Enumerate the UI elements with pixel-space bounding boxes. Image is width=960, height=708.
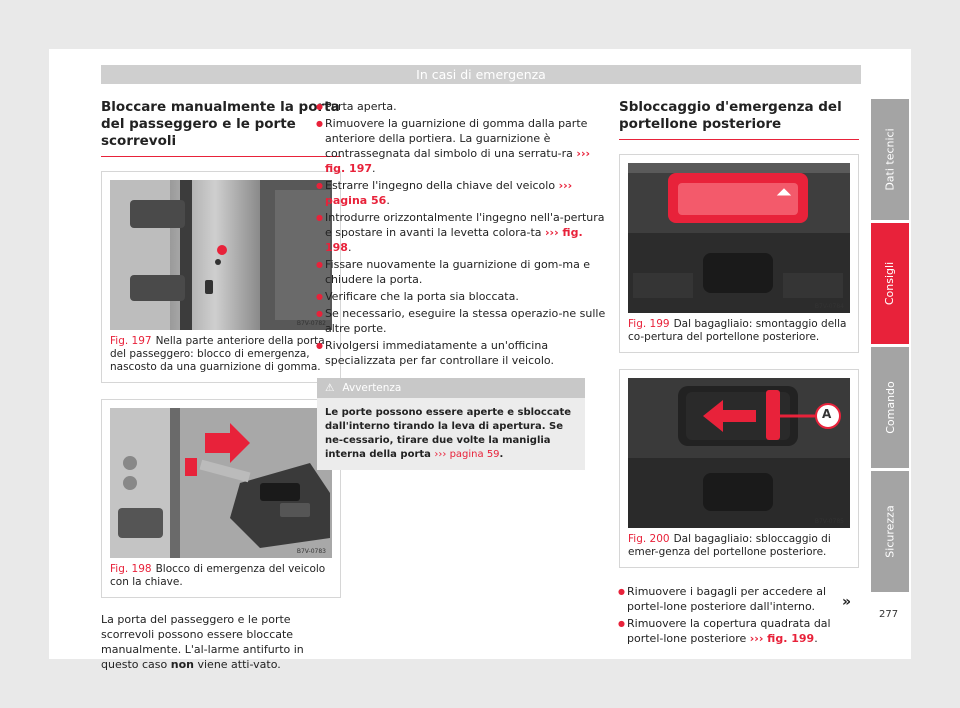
figure-number: Fig. 198 [110,563,152,575]
step-item: Estrarre l'ingegno della chiave del veic… [316,178,607,208]
warning-text-end: . [499,449,504,460]
warning-text: Le porte possono essere aperte e sblocca… [325,407,572,460]
tailgate-steps-list: Rimuovere i bagagli per accedere al port… [618,584,859,646]
step-text: Introdurre orizzontalmente l'ingegno nel… [325,211,605,239]
step-item: Introdurre orizzontalmente l'ingegno nel… [316,210,607,255]
column-left: Bloccare manualmente la porta del passeg… [101,99,341,672]
figure-number: Fig. 199 [628,318,670,330]
section-heading-tailgate: Sbloccaggio d'emergenza del portellone p… [619,99,859,140]
tab-label: Comando [883,381,897,434]
tailgate-cover-image [628,163,850,313]
step-text-end: . [814,632,818,645]
tab-dati-tecnici[interactable]: Dati tecnici [871,99,909,220]
image-code: B7V-0785 [814,518,844,525]
label-a: A [822,407,832,421]
step-text: Fissare nuovamente la guarnizione di gom… [325,258,591,286]
key-lock-photo: B7V-0783 [110,408,332,558]
step-text: Rimuovere la copertura quadrata dal port… [627,617,831,645]
warning-header: ⚠ Avvertenza [317,378,585,398]
continue-arrow: » [842,594,852,610]
figure-caption-text: Nella parte anteriore della porta del pa… [110,335,325,373]
step-item: Rimuovere i bagagli per accedere al port… [618,584,859,614]
manual-page: In casi di emergenza Bloccare manualment… [49,49,911,671]
key-lock-image [110,408,332,558]
image-code: B7V-0782 [296,320,326,327]
step-text: Porta aperta. [325,100,397,113]
door-hinge-photo: B7V-0782 [110,180,332,330]
step-text: Rivolgersi immediatamente a un'officina … [325,339,554,367]
warning-link[interactable]: ››› pagina 59 [434,449,500,460]
step-text: Verificare che la porta sia bloccata. [325,290,519,303]
section-heading-manual-lock: Bloccare manualmente la porta del passeg… [101,99,341,157]
warning-box: ⚠ Avvertenza Le porte possono essere aper… [317,378,585,470]
tab-label: Sicurezza [883,505,897,558]
step-text-end: . [386,194,390,207]
figure-caption-text: Dal bagagliaio: sbloccaggio di emer-genz… [628,533,831,558]
intro-paragraph: La porta del passeggero e le porte scorr… [101,612,341,672]
column-middle: Porta aperta. Rimuovere la guarnizione di… [316,99,607,470]
step-item: Rimuovere la guarnizione di gomma dalla … [316,116,607,176]
step-item: Se necessario, eseguire la stessa operaz… [316,306,607,336]
step-link[interactable]: ››› fig. 199 [749,632,815,645]
paragraph-text: La porta del passeggero e le porte scorr… [101,613,304,671]
emergency-release-image [628,378,850,528]
step-item: Porta aperta. [316,99,607,114]
chapter-header: In casi di emergenza [101,65,861,84]
image-code: B7V-0784 [814,303,844,310]
tab-consigli[interactable]: Consigli [871,223,909,344]
step-link[interactable]: ››› fig. 198 [325,226,583,254]
tailgate-cover-photo: B7V-0784 [628,163,850,313]
step-item: Rimuovere la copertura quadrata dal port… [618,616,859,646]
warning-icon: ⚠ [325,382,335,394]
column-right: Sbloccaggio d'emergenza del portellone p… [618,99,859,648]
tab-comando[interactable]: Comando [871,347,909,468]
figure-number: Fig. 197 [110,335,152,347]
step-text: Se necessario, eseguire la stessa operaz… [325,307,606,335]
step-link[interactable]: ››› pagina 56 [325,179,573,207]
warning-title: Avvertenza [342,382,402,394]
image-code: B7V-0783 [296,548,326,555]
step-link[interactable]: ››› fig. 197 [325,147,591,175]
steps-list: Porta aperta. Rimuovere la guarnizione di… [316,99,607,368]
step-item: Rivolgersi immediatamente a un'officina … [316,338,607,368]
paragraph-text-end: viene atti-vato. [197,658,281,671]
figure-number: Fig. 200 [628,533,670,545]
step-text-end: . [372,162,376,175]
emergency-release-photo: A B7V-0785 [628,378,850,528]
step-text: Rimuovere la guarnizione di gomma dalla … [325,117,588,160]
step-text: Estrarre l'ingegno della chiave del veic… [325,179,556,192]
door-hinge-image [110,180,332,330]
step-text: Rimuovere i bagagli per accedere al port… [627,585,826,613]
figure-caption-text: Blocco di emergenza del veicolo con la c… [110,563,326,588]
figure-caption-text: Dal bagagliaio: smontaggio della co-pert… [628,318,847,343]
step-item: Fissare nuovamente la guarnizione di gom… [316,257,607,287]
page-number: 277 [879,609,899,620]
tab-label: Dati tecnici [883,128,897,191]
step-item: Verificare che la porta sia bloccata. [316,289,607,304]
paragraph-emphasis: non [170,658,194,671]
tab-sicurezza[interactable]: Sicurezza [871,471,909,592]
step-text-end: . [347,241,352,254]
warning-body: Le porte possono essere aperte e sblocca… [317,398,585,470]
tab-label: Consigli [883,261,897,306]
